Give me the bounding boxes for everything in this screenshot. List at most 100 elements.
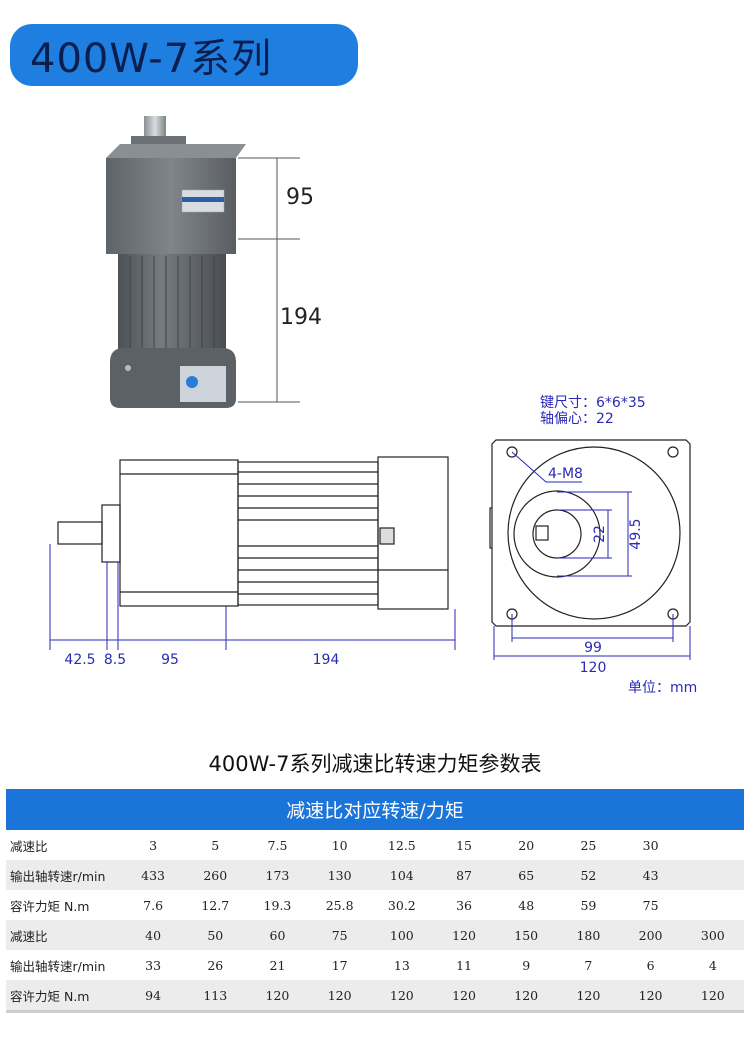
- table-header: 减速比对应转速/力矩: [6, 789, 744, 830]
- photo-screw-icon: [125, 365, 131, 371]
- table-cell: 75: [619, 890, 682, 920]
- side-dim-194: 194: [313, 652, 340, 668]
- page-title-banner: 400W-7系列: [10, 24, 358, 86]
- front-dim-120: 120: [580, 660, 607, 676]
- row-label: 减速比: [6, 920, 122, 950]
- table-cell: 33: [122, 950, 185, 980]
- table-cell: 120: [370, 980, 433, 1013]
- table-cell: 300: [681, 920, 744, 950]
- table-cell: 13: [370, 950, 433, 980]
- table-cell: 11: [432, 950, 496, 980]
- table-cell: 20: [495, 830, 558, 860]
- table-cell: 9: [495, 950, 558, 980]
- side-dim-lines: [49, 544, 456, 650]
- table-cell: 7.6: [122, 890, 185, 920]
- table-cell: 120: [432, 980, 496, 1013]
- drawing-svg: 95 194 42.5 8.5 95: [49, 116, 697, 696]
- table-cell: 12.5: [370, 830, 433, 860]
- key-size-label: 键尺寸：6*6*35: [540, 395, 646, 411]
- table-cell: 30.2: [370, 890, 433, 920]
- photo-shaft: [144, 116, 166, 140]
- table-cell: 17: [308, 950, 371, 980]
- table-cell: 7: [557, 950, 620, 980]
- front-key: [535, 525, 549, 541]
- photo-logo-icon: [186, 376, 198, 388]
- table-cell: 433: [122, 860, 185, 890]
- side-spigot: [101, 504, 121, 563]
- table-cell: 94: [122, 980, 185, 1013]
- table-cell: 21: [246, 950, 309, 980]
- row-label: 输出轴转速r/min: [6, 950, 122, 980]
- table-cell: 48: [495, 890, 558, 920]
- table-cell: 5: [184, 830, 247, 860]
- table-cell: 25.8: [308, 890, 371, 920]
- motor-photo: [106, 116, 246, 408]
- table-title: 400W-7系列减速比转速力矩参数表: [208, 752, 542, 776]
- table-cell: 120: [246, 980, 309, 1013]
- row-label: 输出轴转速r/min: [6, 860, 122, 890]
- table-cell: 6: [619, 950, 682, 980]
- table-cell: 10: [308, 830, 371, 860]
- front-dim-22: 22: [592, 525, 608, 543]
- page-title: 400W-7系列: [30, 36, 273, 82]
- dimension-drawing: 95 194 42.5 8.5 95: [0, 100, 750, 710]
- front-dim-49-5: 49.5: [628, 518, 644, 549]
- table-cell: 26: [184, 950, 247, 980]
- table-cell: 12.7: [184, 890, 247, 920]
- table-cell: 120: [557, 980, 620, 1013]
- table-cell: 52: [557, 860, 620, 890]
- side-dim-95: 95: [161, 652, 179, 668]
- table-cell: 104: [370, 860, 433, 890]
- table-cell: 7.5: [246, 830, 309, 860]
- photo-nameplate-band: [182, 197, 224, 202]
- table-cell: 3: [122, 830, 185, 860]
- table-cell: 50: [184, 920, 247, 950]
- front-dim-99: 99: [584, 640, 602, 656]
- side-dim-8-5: 8.5: [104, 652, 126, 668]
- table-cell: 19.3: [246, 890, 309, 920]
- row-label: 容许力矩 N.m: [6, 890, 122, 920]
- table-cell: 113: [184, 980, 247, 1013]
- row-label: 减速比: [6, 830, 122, 860]
- table-cell: 100: [370, 920, 433, 950]
- table-cell: [681, 830, 744, 860]
- photo-gearbox-top: [106, 144, 246, 158]
- table-cell: 130: [308, 860, 371, 890]
- side-dim-42-5: 42.5: [64, 652, 95, 668]
- photo-dim-lines: [238, 157, 300, 403]
- table-cell: 120: [308, 980, 371, 1013]
- table-cell: 87: [432, 860, 496, 890]
- table-cell: 180: [557, 920, 620, 950]
- table-cell: 36: [432, 890, 496, 920]
- table-cell: 15: [432, 830, 496, 860]
- side-terminal-icon: [379, 527, 395, 545]
- table-cell: 120: [681, 980, 744, 1013]
- table-cell: [681, 860, 744, 890]
- bolt-hole-tr-icon: [667, 446, 679, 458]
- photo-dim-194: 194: [280, 305, 322, 330]
- table-cell: 43: [619, 860, 682, 890]
- table-cell: 65: [495, 860, 558, 890]
- front-dim-lines: [493, 451, 691, 660]
- table-cell: 120: [619, 980, 682, 1013]
- side-shaft: [57, 521, 103, 545]
- table-cell: 150: [495, 920, 558, 950]
- table-cell: 30: [619, 830, 682, 860]
- table-cell: 59: [557, 890, 620, 920]
- photo-dim-95: 95: [286, 185, 314, 210]
- shaft-offset-label: 轴偏心：22: [540, 411, 614, 427]
- table-cell: 4: [681, 950, 744, 980]
- table-cell: 60: [246, 920, 309, 950]
- table-cell: 25: [557, 830, 620, 860]
- table-cell: 173: [246, 860, 309, 890]
- bolt-label: 4-M8: [548, 466, 583, 482]
- table-cell: 75: [308, 920, 371, 950]
